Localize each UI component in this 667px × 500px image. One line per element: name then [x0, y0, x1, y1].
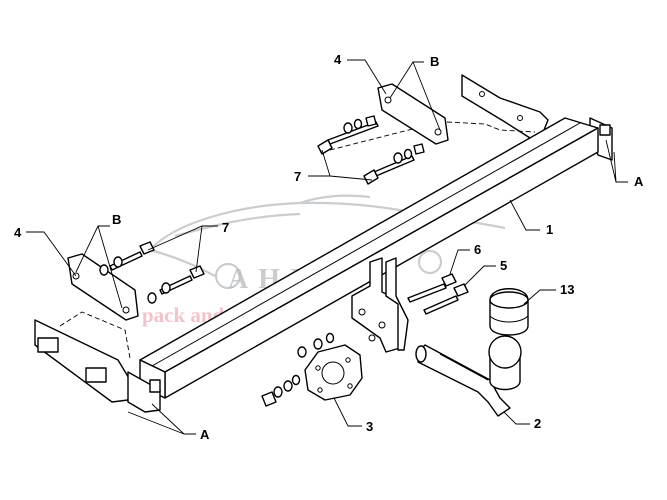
washer-plate-upper-2 [313, 338, 323, 350]
leader-7-right [308, 149, 373, 181]
watermark-car-wheel-left [214, 262, 242, 290]
ball-neck-edge [439, 353, 489, 381]
leader-2 [503, 411, 530, 425]
leader-b-left [75, 225, 123, 309]
callout-b-left: B [112, 212, 121, 227]
callout-b-right: B [430, 54, 439, 69]
ball-cap-top [489, 291, 529, 309]
callout-4-right: 4 [334, 52, 342, 67]
bolt-set-right [317, 115, 425, 185]
ball-cap-rim [489, 315, 529, 323]
washer-plate-lower-2 [283, 380, 293, 392]
washer-plate-upper-3 [325, 332, 335, 344]
callout-6: 6 [474, 242, 481, 257]
washer-right-upper-1 [343, 122, 353, 134]
leader-4-left [26, 231, 77, 277]
callout-13: 13 [560, 282, 574, 297]
crossbar [34, 74, 613, 413]
hitch-hole-2 [378, 321, 386, 329]
hidden-lines [59, 121, 536, 359]
socket-plate-hole-1 [315, 365, 321, 371]
bracket-right [377, 83, 449, 145]
leader-13 [523, 289, 556, 305]
callout-2: 2 [534, 416, 541, 431]
socket-plate-hole-4 [317, 387, 323, 393]
callout-7-right: 7 [294, 169, 301, 184]
right-mount-hole-1 [479, 91, 485, 97]
hidden-line-left [59, 311, 131, 359]
hitch-hole-1 [358, 308, 366, 316]
washer-left-upper-2 [99, 264, 109, 276]
bolt-right-lower-head [363, 169, 379, 185]
leader-lines [26, 59, 628, 435]
callout-4-left: 4 [14, 225, 22, 240]
washer-right-lower-2 [403, 148, 413, 160]
bracket-left [67, 253, 139, 321]
bolt-5-shank [423, 295, 459, 315]
socket-plate-assembly [261, 332, 363, 407]
hidden-line-bolt-axis-right [329, 121, 441, 151]
left-mount-block-1 [37, 337, 59, 353]
left-mount-block-2 [85, 367, 107, 383]
leader-5 [463, 265, 496, 287]
callout-a-right: A [634, 174, 644, 189]
nut-right-lower [413, 143, 425, 155]
crossbar-edge [151, 122, 581, 367]
washer-left-lower-2 [147, 292, 157, 304]
bolt-left-upper-head [139, 241, 155, 255]
callout-5: 5 [500, 258, 507, 273]
leader-b-right [389, 61, 441, 131]
bracket-right-plate [377, 83, 449, 145]
bolt-5-head [453, 283, 469, 297]
leader-a-left [127, 403, 196, 435]
central-hitch-flange [385, 257, 409, 351]
hitch-hole-3 [368, 334, 376, 342]
washer-left-upper-1 [113, 256, 123, 268]
socket-plate-hole-3 [347, 383, 353, 389]
bolt-6-head [441, 273, 457, 287]
callout-7-left: 7 [222, 220, 229, 235]
nut-plate-lower [261, 391, 277, 407]
bolt-set-center [407, 273, 469, 315]
watermark-car-wheel-right [417, 249, 443, 275]
callout-a-left: A [200, 427, 210, 442]
callout-3: 3 [366, 419, 373, 434]
washer-plate-lower-3 [291, 374, 301, 386]
left-mount-plate [34, 319, 131, 403]
bolt-6-shank [407, 283, 447, 303]
ball-neck [415, 335, 522, 417]
ball-cap [489, 288, 529, 336]
ball-neck-end [415, 345, 427, 363]
washer-plate-lower-1 [273, 386, 283, 398]
central-hitch-plate [351, 257, 401, 353]
hidden-line-right [446, 121, 536, 133]
leader-1 [509, 199, 540, 231]
bolt-right-upper-head [317, 139, 333, 155]
right-end-block [599, 124, 611, 136]
bolt-set-left [99, 241, 205, 304]
socket-plate-hole-2 [345, 357, 351, 363]
washer-plate-upper-1 [297, 346, 307, 358]
bracket-left-hole-2 [122, 306, 130, 314]
leader-3 [333, 397, 362, 427]
washer-right-lower-1 [393, 152, 403, 164]
leader-6 [449, 249, 470, 275]
washer-left-lower-1 [161, 282, 171, 294]
watermark-car-outline [149, 194, 506, 277]
callout-1: 1 [546, 222, 553, 237]
leader-4-right [347, 59, 387, 95]
leader-7-left [147, 225, 218, 273]
bracket-right-hole-1 [384, 96, 392, 104]
leader-a-right [605, 139, 628, 183]
nut-right-upper [365, 115, 377, 127]
left-end-block [149, 379, 161, 393]
washer-right-upper-2 [353, 118, 363, 130]
bracket-right-hole-2 [434, 128, 442, 136]
callouts: 4 B 7 A 1 4 B 7 6 5 13 3 2 A [14, 52, 644, 442]
tow-ball [488, 335, 522, 369]
right-mount-hole-2 [517, 115, 523, 121]
socket-plate-center-hole [321, 361, 345, 385]
